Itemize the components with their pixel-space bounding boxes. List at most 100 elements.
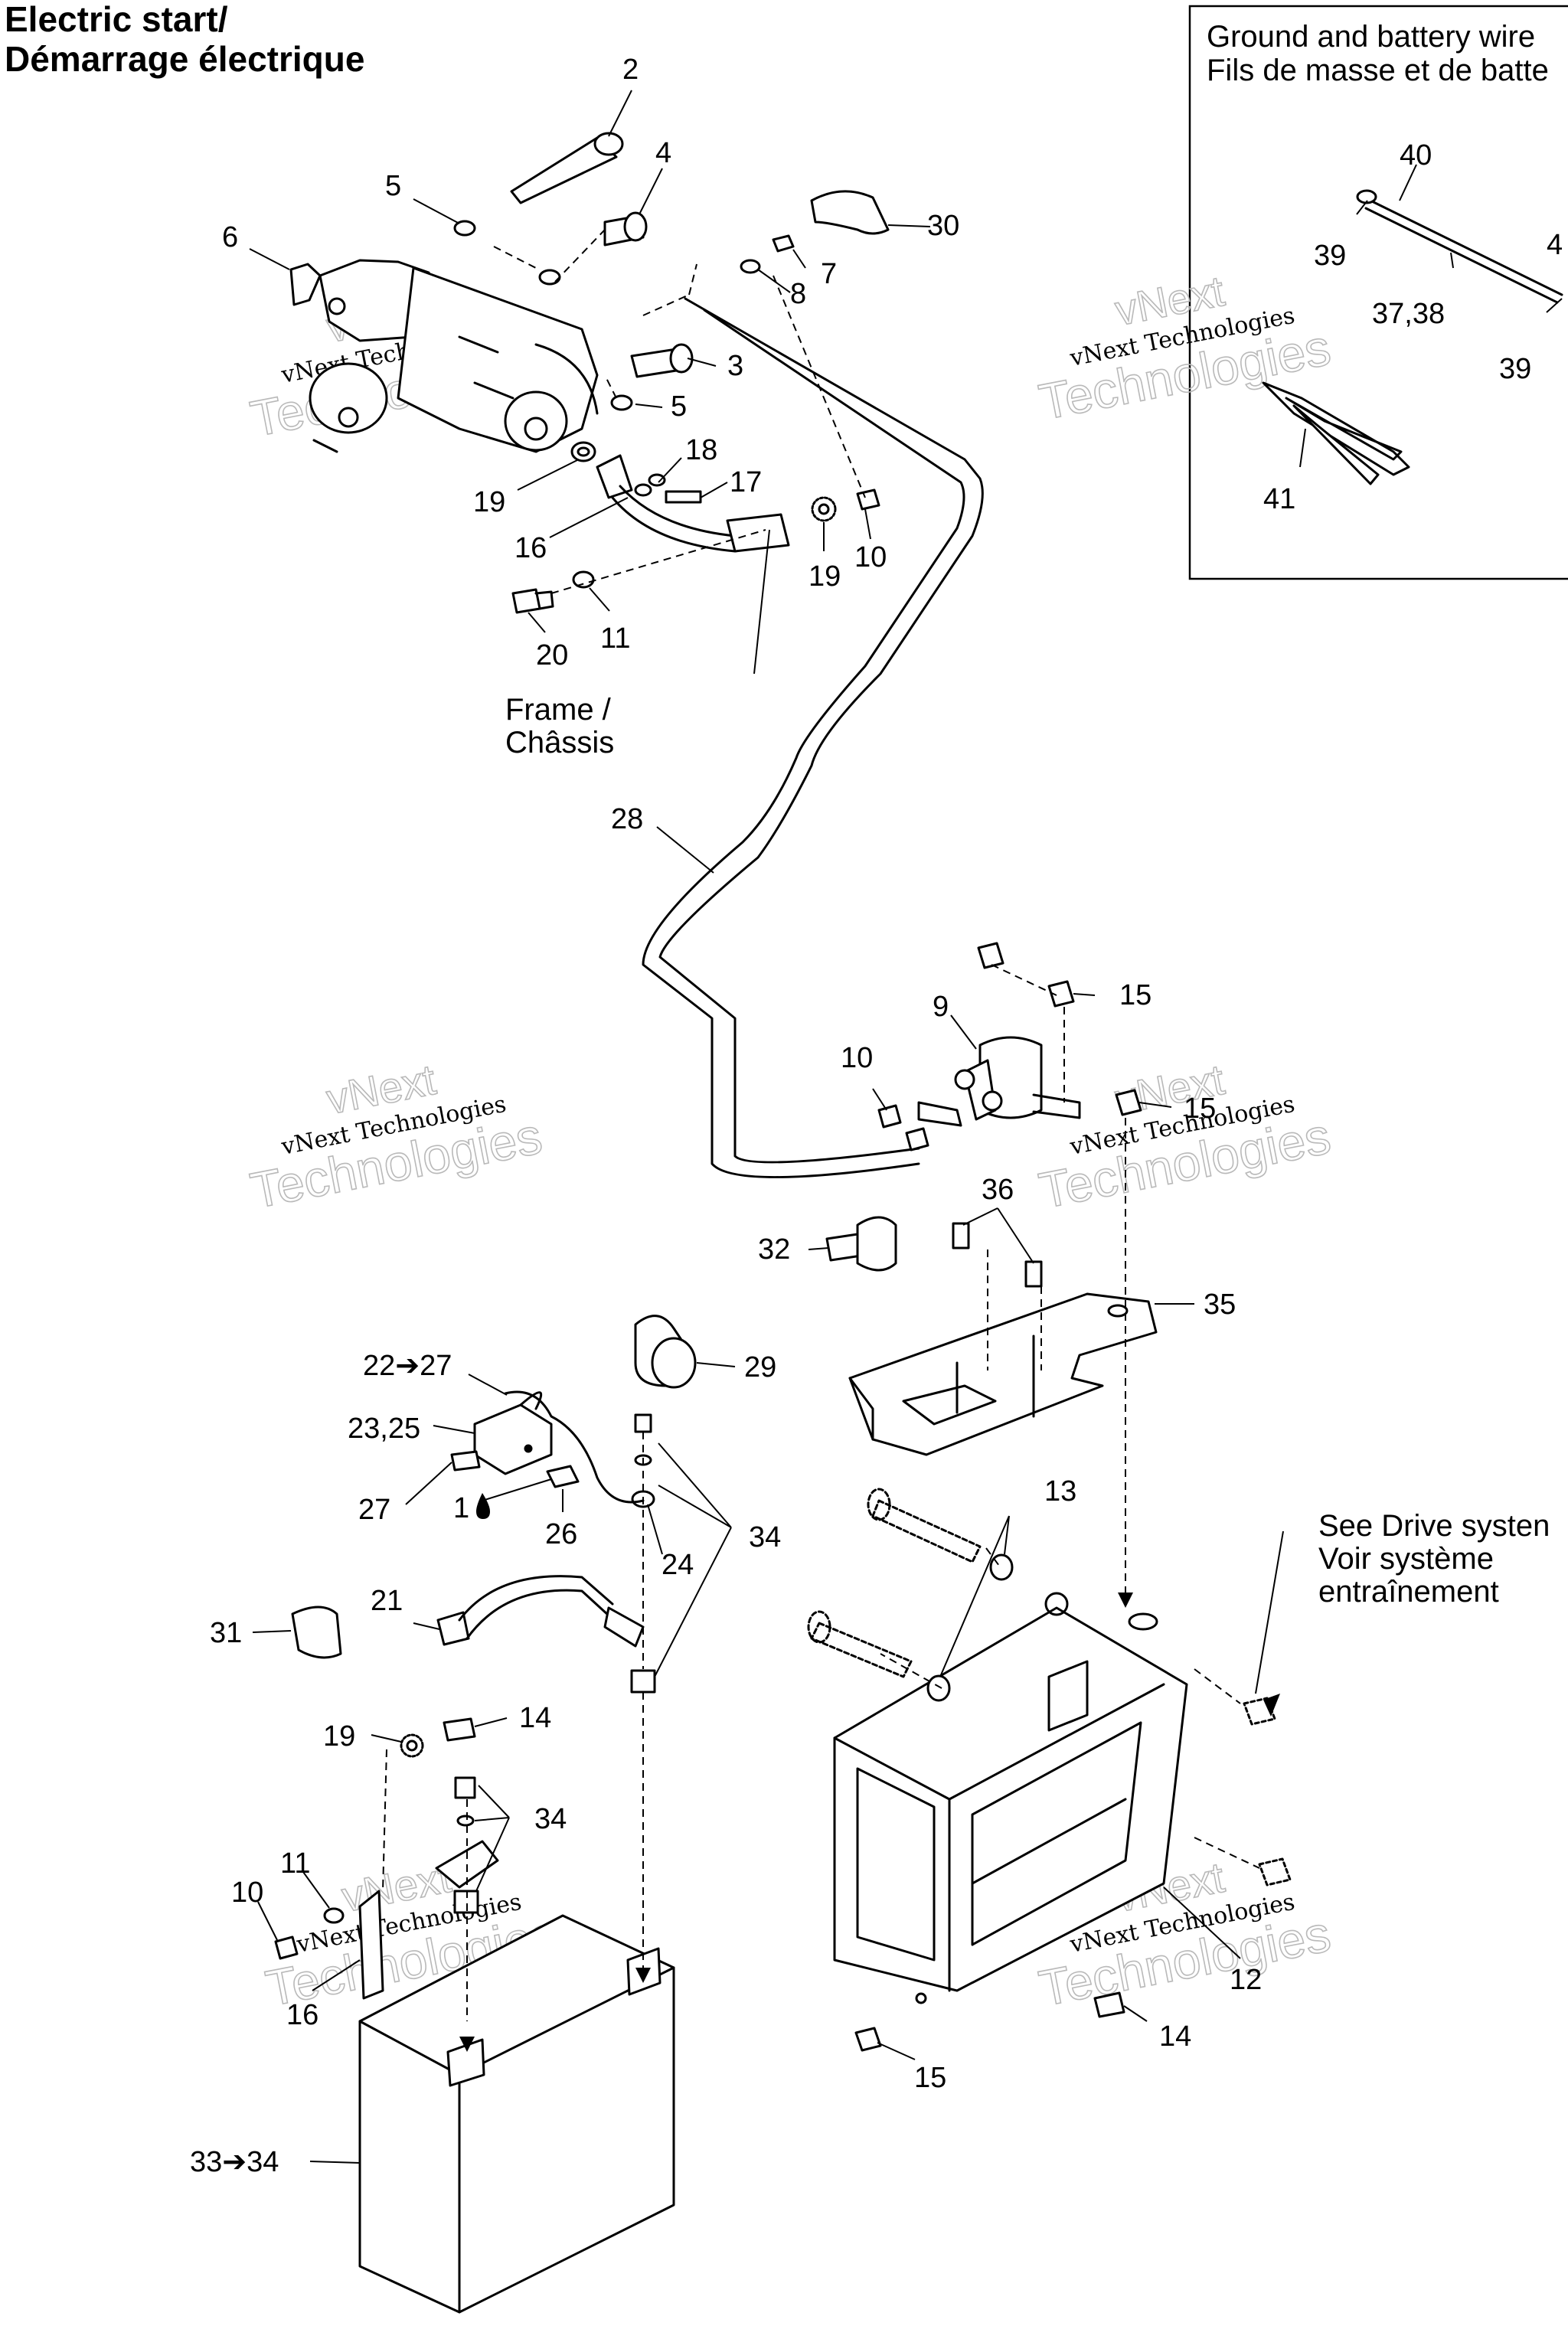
battery-tray-12 [833,1592,1188,2004]
callout-7: 7 [821,258,837,290]
ground-strap-16b [358,1890,384,2000]
bolt-4 [603,211,648,247]
callout-4b: 4 [1547,229,1563,261]
fuse-27 [450,1450,481,1472]
bolt-14b [1093,1991,1125,2018]
callout-36: 36 [982,1174,1014,1206]
battery-33 [358,1914,675,2314]
washer-5a [453,220,476,237]
callout-26: 26 [545,1518,577,1550]
cable-21 [436,1575,645,1648]
ground-wire-16 [596,454,790,553]
callout-10b: 10 [841,1042,873,1074]
terminal-boot-31 [291,1606,342,1659]
washer-5b-upper [538,269,561,286]
nut-15c [1115,1089,1142,1116]
inset-frame [1188,5,1568,580]
inset-crimp-tool [1262,381,1410,485]
callout-15b: 15 [1184,1093,1216,1125]
callout-14b: 14 [1159,2020,1191,2053]
callout-40: 40 [1400,139,1432,172]
callout-27: 27 [358,1494,390,1526]
callout-39b: 39 [1499,353,1531,385]
callout-9: 9 [933,991,949,1023]
callout-6: 6 [222,221,238,253]
nut-10c [274,1936,299,1960]
callout-39a: 39 [1314,240,1346,272]
callout-19a: 19 [473,486,505,518]
bolt-34a [634,1413,652,1433]
inset-title-en: Ground and battery wire [1207,20,1536,54]
callout-19c: 19 [323,1720,355,1753]
washer-11a [572,570,595,589]
diagram-title-en: Electric start/ [5,0,228,39]
callout-16a: 16 [514,532,547,564]
nut-15d [854,2027,882,2052]
bolt-34b [454,1776,476,1799]
assembly-lines [382,229,1260,2021]
washer-34b [456,1815,475,1827]
callout-29: 29 [744,1351,776,1383]
callout-11a: 11 [600,622,630,655]
callout-24: 24 [662,1549,694,1581]
drive-system-note: See Drive systen Voir système entraîneme… [1318,1509,1550,1609]
callout-19b: 19 [808,560,841,593]
callout-labels: 2 4 5 6 30 7 8 3 5 18 17 19 16 19 10 20 … [190,54,1563,2178]
arrowheads [459,1592,1280,2052]
washer-13b [926,1674,951,1702]
drive-nut-b [1258,1857,1292,1886]
fuse-holder [473,1390,645,1504]
leader-lines [249,90,1563,2164]
callout-17: 17 [730,466,762,498]
terminal-boot-29 [634,1315,697,1389]
callout-1: 1 [453,1492,469,1524]
watermark-3: vNext Technologies Technologies vNext [246,1054,547,1220]
callout-23-25: 23,25 [348,1413,420,1445]
bolt-20 [511,588,554,614]
drive-note-line1: See Drive systen [1318,1509,1550,1543]
frame-note-en: Frame / [505,693,611,727]
nut-34a [630,1669,656,1694]
nut-15b [1047,980,1075,1008]
cable-28 [642,297,984,1178]
pin-36a [952,1222,970,1250]
drive-note-line3: entraînement [1318,1575,1499,1609]
callout-8: 8 [790,278,806,310]
callout-16b: 16 [286,1999,318,2031]
frame-note-fr: Châssis [505,726,615,760]
callout-15c: 15 [914,2062,946,2094]
bracket-35 [848,1292,1158,1456]
star-washer-19b [811,496,837,522]
callout-33-34: 33➔34 [190,2146,279,2178]
star-washer-19c [400,1733,424,1758]
callout-22-27: 22➔27 [363,1350,452,1382]
oil-drop-icon [476,1493,490,1519]
callout-3: 3 [727,350,743,382]
washer-5b [610,394,633,411]
callout-28: 28 [611,803,643,835]
nut-34b [453,1890,479,1914]
starter-motor [289,259,599,453]
callout-13: 13 [1044,1475,1076,1508]
drive-note-line2: Voir système [1318,1542,1494,1576]
bolt-13a [867,1488,982,1563]
nut-7 [772,234,795,253]
callout-5a: 5 [385,170,401,202]
callout-15a: 15 [1119,979,1152,1011]
callout-21: 21 [371,1585,403,1617]
bolt-13b [807,1610,913,1678]
washer-11b [323,1907,345,1924]
terminal-boot-30 [810,190,890,235]
star-washer-19a [570,441,596,462]
callout-4: 4 [655,137,671,169]
solenoid-9 [917,1036,1081,1127]
callout-14a: 14 [519,1702,551,1734]
callout-10c: 10 [231,1877,263,1909]
callout-37-38: 37,38 [1372,298,1445,330]
diagram-title-fr: Démarrage électrique [5,39,365,79]
nut-10b [877,1104,902,1129]
frame-note: Frame / Châssis [505,693,615,760]
callout-31: 31 [210,1617,242,1649]
callout-2: 2 [622,54,639,86]
